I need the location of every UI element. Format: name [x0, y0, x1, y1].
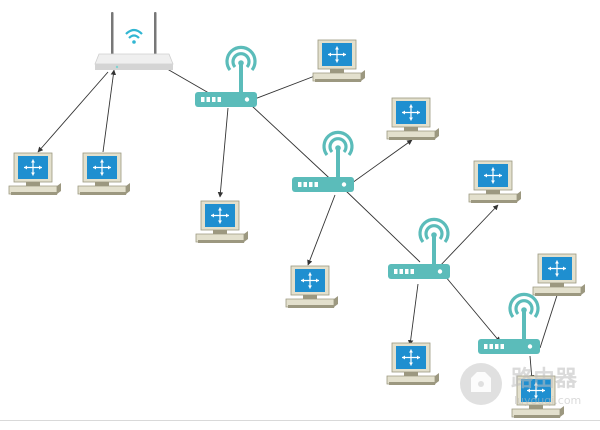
computers [8, 39, 585, 418]
workstation-icon [195, 200, 248, 243]
workstation-icon [312, 39, 365, 82]
watermark-text: 路由器 [511, 366, 578, 392]
access-points [195, 45, 540, 354]
connection-links [37, 65, 562, 381]
workstation-icon [468, 160, 521, 203]
workstation-icon [77, 152, 130, 195]
link-ap4-pc9 [539, 285, 562, 349]
workstation-icon [8, 152, 61, 195]
link-ap3-ap4 [444, 275, 501, 343]
link-router-ap1 [161, 65, 215, 97]
wireless-access-point-icon [388, 217, 450, 279]
link-ap2-ap3 [344, 189, 421, 263]
bottom-divider [0, 420, 600, 421]
wireless-access-point-icon [478, 292, 540, 354]
link-ap1-pc4 [217, 107, 229, 198]
link-ap3-pc7 [437, 204, 499, 269]
workstation-icon [285, 265, 338, 308]
link-ap1-pc3 [251, 73, 321, 101]
workstation-icon [511, 375, 564, 418]
wifi-router-icon [94, 12, 174, 70]
link-ap2-pc6 [307, 194, 336, 266]
workstation-icon [532, 253, 585, 296]
workstation-icon [386, 97, 439, 140]
link-ap2-pc5 [344, 139, 413, 189]
wireless-access-point-icon [292, 130, 354, 192]
link-router-pc1 [37, 71, 109, 153]
wireless-access-point-icon [195, 45, 257, 107]
watermark-subtext: luyouqi.com [514, 394, 581, 407]
link-ap3-pc8 [407, 283, 419, 346]
link-ap1-ap2 [251, 105, 341, 189]
watermark: 路由器 luyouqi.com [460, 363, 581, 407]
workstation-icon [386, 342, 439, 385]
link-pc2-router [102, 69, 117, 153]
